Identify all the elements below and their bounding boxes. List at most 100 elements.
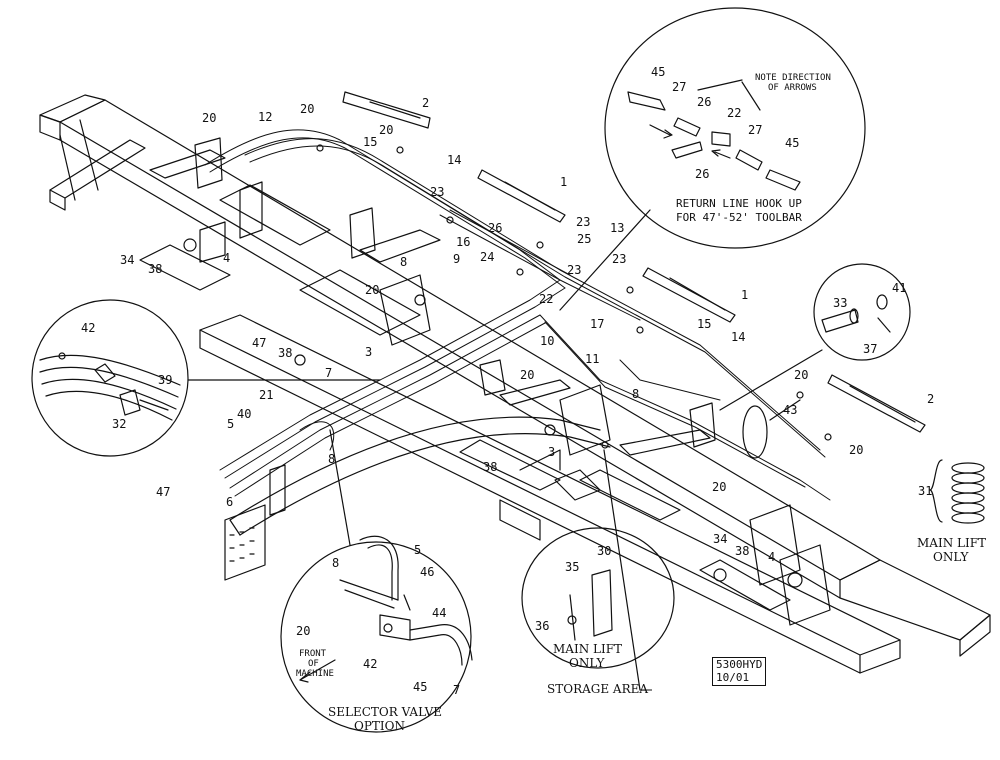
callout-part-4: 4 bbox=[768, 550, 776, 564]
callout-part-46: 46 bbox=[420, 565, 435, 579]
caption-selector-option: OPTION bbox=[354, 719, 405, 733]
callout-part-2: 2 bbox=[927, 392, 935, 406]
callout-part-47: 47 bbox=[156, 485, 171, 499]
callout-part-45: 45 bbox=[413, 680, 428, 694]
callout-part-38: 38 bbox=[735, 544, 750, 558]
frame-cross-members bbox=[139, 149, 791, 611]
callout-part-43: 43 bbox=[783, 403, 798, 417]
leader-return bbox=[559, 209, 651, 311]
rear-frame-rail bbox=[39, 94, 991, 657]
callout-part-40: 40 bbox=[237, 407, 252, 421]
callout-part-31: 31 bbox=[918, 484, 933, 498]
callout-part-5: 5 bbox=[227, 417, 235, 431]
callout-part-21: 21 bbox=[259, 388, 274, 402]
callout-part-45: 45 bbox=[651, 65, 666, 79]
callout-part-5: 5 bbox=[414, 543, 422, 557]
callout-part-13: 13 bbox=[610, 221, 625, 235]
callout-part-16: 16 bbox=[456, 235, 471, 249]
caption-main-lift-right-only: ONLY bbox=[933, 550, 969, 564]
callout-part-23: 23 bbox=[567, 263, 582, 277]
callout-part-20: 20 bbox=[300, 102, 315, 116]
callout-part-24: 24 bbox=[480, 250, 495, 264]
selector-valve-detail bbox=[280, 429, 473, 733]
left-end-brace bbox=[49, 119, 146, 211]
callout-part-36: 36 bbox=[535, 619, 550, 633]
callout-part-2: 2 bbox=[422, 96, 430, 110]
leader-selector bbox=[329, 429, 351, 546]
hitch-plate bbox=[224, 504, 266, 581]
callout-part-10: 10 bbox=[540, 334, 555, 348]
callout-part-20: 20 bbox=[849, 443, 864, 457]
callout-part-27: 27 bbox=[748, 123, 763, 137]
callout-part-26: 26 bbox=[488, 221, 503, 235]
spring-stack bbox=[929, 459, 985, 524]
callout-part-1: 1 bbox=[560, 175, 568, 189]
hose-loop bbox=[742, 399, 801, 459]
callout-part-23: 23 bbox=[576, 215, 591, 229]
callout-part-42: 42 bbox=[81, 321, 96, 335]
return-line-detail bbox=[604, 7, 866, 249]
callout-part-20: 20 bbox=[794, 368, 809, 382]
curved-wing-bar bbox=[229, 416, 611, 536]
callout-part-11: 11 bbox=[585, 352, 600, 366]
callout-part-20: 20 bbox=[379, 123, 394, 137]
drawing-id: 5300HYD bbox=[716, 658, 763, 671]
callout-part-23: 23 bbox=[430, 185, 445, 199]
caption-selector-valve: SELECTOR VALVE bbox=[328, 705, 443, 719]
callout-part-15: 15 bbox=[697, 317, 712, 331]
callout-part-15: 15 bbox=[363, 135, 378, 149]
callout-part-14: 14 bbox=[731, 330, 746, 344]
note-direction-line1: NOTE DIRECTION bbox=[755, 73, 831, 83]
callout-part-7: 7 bbox=[453, 683, 461, 697]
callout-part-20: 20 bbox=[520, 368, 535, 382]
callout-part-38: 38 bbox=[278, 346, 293, 360]
callout-part-4: 4 bbox=[223, 251, 231, 265]
callout-part-9: 9 bbox=[453, 252, 461, 266]
callout-part-22: 22 bbox=[727, 106, 742, 120]
pin-detail bbox=[719, 263, 911, 411]
callout-part-38: 38 bbox=[483, 460, 498, 474]
clip-detail bbox=[31, 299, 381, 457]
note-return-line2: FOR 47'-52' TOOLBAR bbox=[676, 211, 802, 224]
callout-part-33: 33 bbox=[833, 296, 848, 310]
callout-part-20: 20 bbox=[296, 624, 311, 638]
caption-main-lift-storage-only: ONLY bbox=[569, 656, 605, 670]
note-direction-line2: OF ARROWS bbox=[768, 83, 817, 93]
caption-main-lift-right: MAIN LIFT bbox=[917, 536, 987, 550]
callout-part-20: 20 bbox=[202, 111, 217, 125]
drawing-date: 10/01 bbox=[716, 670, 750, 684]
callout-part-26: 26 bbox=[695, 167, 710, 181]
note-front-line3: MACHINE bbox=[296, 669, 334, 679]
callout-part-3: 3 bbox=[365, 345, 373, 359]
callout-part-8: 8 bbox=[328, 452, 336, 466]
callout-part-35: 35 bbox=[565, 560, 580, 574]
callout-part-42: 42 bbox=[363, 657, 378, 671]
callout-part-45: 45 bbox=[785, 136, 800, 150]
leader-storage bbox=[603, 449, 641, 691]
callout-part-44: 44 bbox=[432, 606, 447, 620]
callout-part-12: 12 bbox=[258, 110, 273, 124]
callout-part-3: 3 bbox=[548, 445, 556, 459]
note-front-line2: OF bbox=[308, 659, 319, 669]
callout-part-34: 34 bbox=[713, 532, 728, 546]
storage-detail bbox=[521, 449, 675, 691]
callout-part-25: 25 bbox=[577, 232, 592, 246]
callout-part-23: 23 bbox=[612, 252, 627, 266]
caption-main-lift-storage: MAIN LIFT bbox=[553, 642, 623, 656]
callout-part-6: 6 bbox=[226, 495, 234, 509]
callout-part-7: 7 bbox=[325, 366, 333, 380]
mounting-brackets bbox=[194, 137, 831, 626]
callout-part-22: 22 bbox=[539, 292, 554, 306]
callout-part-14: 14 bbox=[447, 153, 462, 167]
callout-part-8: 8 bbox=[400, 255, 408, 269]
note-front-line1: FRONT bbox=[299, 649, 327, 659]
main-toolbar-beam bbox=[199, 314, 901, 674]
callout-part-20: 20 bbox=[365, 283, 380, 297]
callout-part-38: 38 bbox=[148, 262, 163, 276]
callout-part-32: 32 bbox=[112, 417, 127, 431]
callout-part-39: 39 bbox=[158, 373, 173, 387]
callout-part-41: 41 bbox=[892, 281, 907, 295]
callout-part-34: 34 bbox=[120, 253, 135, 267]
caption-storage-area: STORAGE AREA bbox=[547, 682, 649, 696]
